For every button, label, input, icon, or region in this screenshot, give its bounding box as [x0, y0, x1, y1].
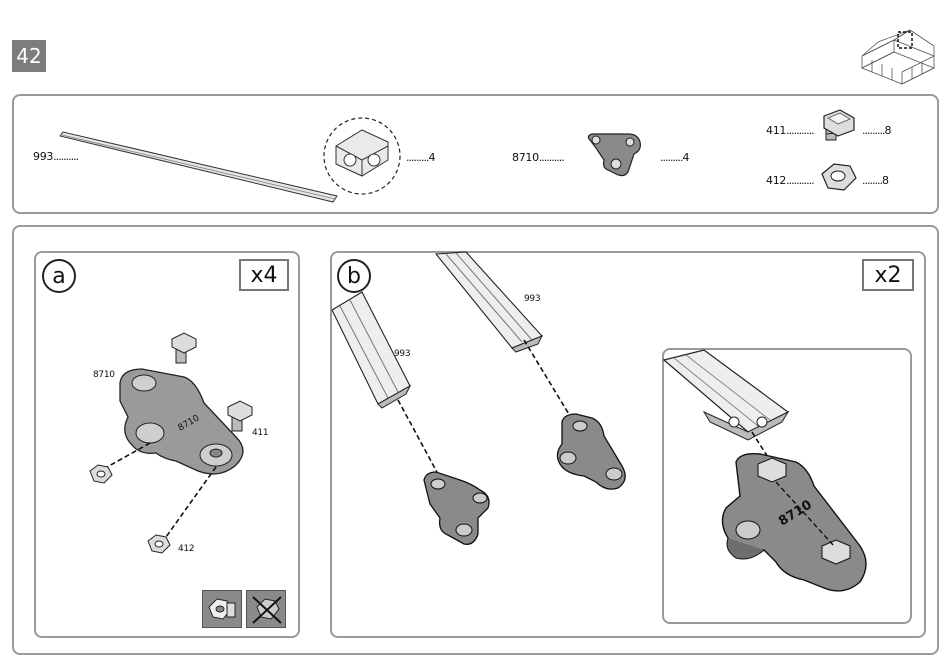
incorrect-crossed-icon	[246, 590, 286, 628]
step-a-nut-label: 412	[178, 544, 194, 554]
correct-bolt-nut-icon	[202, 590, 242, 628]
nut-code-label: 412...........	[766, 174, 814, 187]
step-b-right-bracket	[510, 340, 640, 500]
bolt-411-icon	[818, 108, 858, 144]
profile-code-label: 993..........	[33, 150, 78, 163]
profile-detail-magnifier	[322, 116, 402, 196]
step-b-multiplier: x2	[862, 259, 914, 291]
step-b-left-bracket	[380, 400, 500, 550]
step-a-letter: a	[42, 259, 76, 293]
bracket-8710-icon	[584, 130, 644, 178]
step-b-letter: b	[337, 259, 371, 293]
profile-rod-993	[55, 128, 340, 208]
nut-qty-label: ........8	[862, 174, 889, 187]
nut-412-icon	[818, 160, 858, 196]
greenhouse-overview-icon	[858, 28, 938, 90]
profile-qty-label: .........4	[406, 151, 435, 164]
step-a-exploded-view: 8710	[80, 325, 280, 565]
step-a-bracket-label: 8710	[93, 370, 115, 380]
step-b-left-profile-label: 993	[394, 349, 410, 359]
step-a-bolt-label: 411	[252, 428, 268, 438]
step-b-detail-drawing: 8710	[664, 350, 910, 622]
step-number: 42	[16, 44, 41, 68]
step-b-right-profile-label: 993	[524, 294, 540, 304]
step-number-badge: 42	[12, 40, 46, 72]
step-a-multiplier: x4	[239, 259, 289, 291]
bracket-code-label: 8710..........	[512, 151, 564, 164]
bolt-qty-label: .........8	[862, 124, 891, 137]
bracket-qty-label: .........4	[660, 151, 689, 164]
bolt-code-label: 411...........	[766, 124, 814, 137]
